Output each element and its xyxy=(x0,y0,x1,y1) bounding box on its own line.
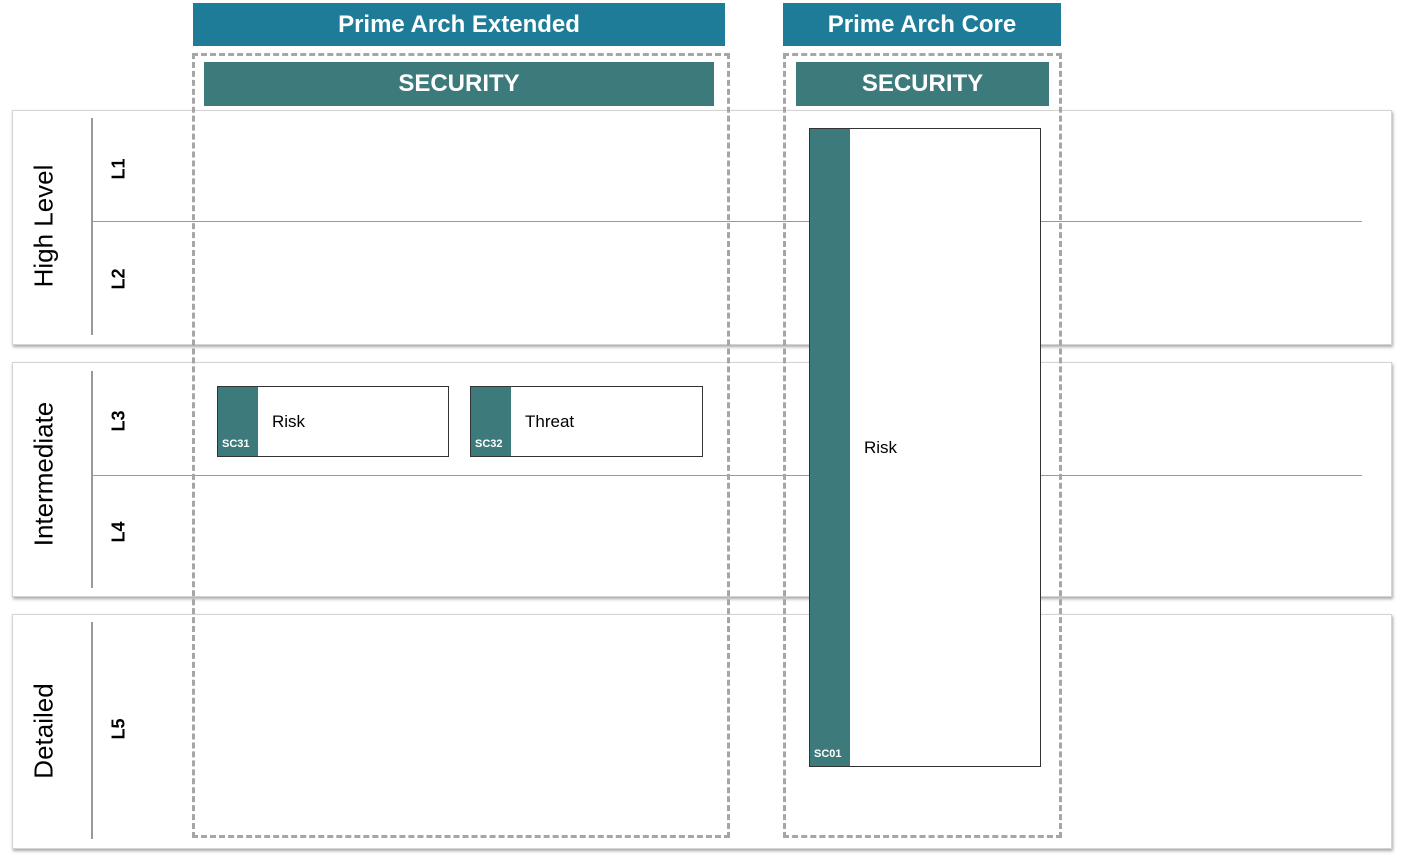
band-separator xyxy=(91,118,93,335)
level-divider xyxy=(91,475,1362,476)
capability-code: SC01 xyxy=(814,748,842,760)
level-label-l3: L3 xyxy=(108,410,129,432)
capability-code: SC32 xyxy=(475,438,503,450)
level-label-l4: L4 xyxy=(108,521,129,543)
capability-name: Threat xyxy=(525,412,575,431)
capability-box-sc31[interactable]: SC31 Risk xyxy=(217,386,449,457)
capability-strip: SC01 xyxy=(810,129,850,766)
group-boundary-core xyxy=(783,53,1062,838)
level-divider xyxy=(91,221,1362,222)
band-label-intermediate: Intermediate xyxy=(28,401,59,547)
capability-strip: SC31 xyxy=(218,387,258,456)
level-label-l5: L5 xyxy=(108,718,129,740)
band-separator xyxy=(91,622,93,839)
capability-name: Risk xyxy=(864,438,898,457)
group-header-extended: Prime Arch Extended xyxy=(193,3,725,46)
capability-strip: SC32 xyxy=(471,387,511,456)
capability-code: SC31 xyxy=(222,438,250,450)
capability-box-sc32[interactable]: SC32 Threat xyxy=(470,386,703,457)
band-label-high-level: High Level xyxy=(28,164,59,288)
band-high-level xyxy=(12,110,1392,345)
group-boundary-extended xyxy=(192,53,730,838)
band-detailed xyxy=(12,614,1392,849)
level-label-l2: L2 xyxy=(108,268,129,290)
capability-box-sc01[interactable]: SC01 Risk xyxy=(809,128,1041,767)
domain-header-security-core: SECURITY xyxy=(796,62,1049,106)
band-label-detailed: Detailed xyxy=(28,683,59,779)
band-separator xyxy=(91,371,93,588)
level-label-l1: L1 xyxy=(108,158,129,180)
group-header-core: Prime Arch Core xyxy=(783,3,1061,46)
capability-name: Risk xyxy=(272,412,306,431)
domain-header-security-extended: SECURITY xyxy=(204,62,714,106)
